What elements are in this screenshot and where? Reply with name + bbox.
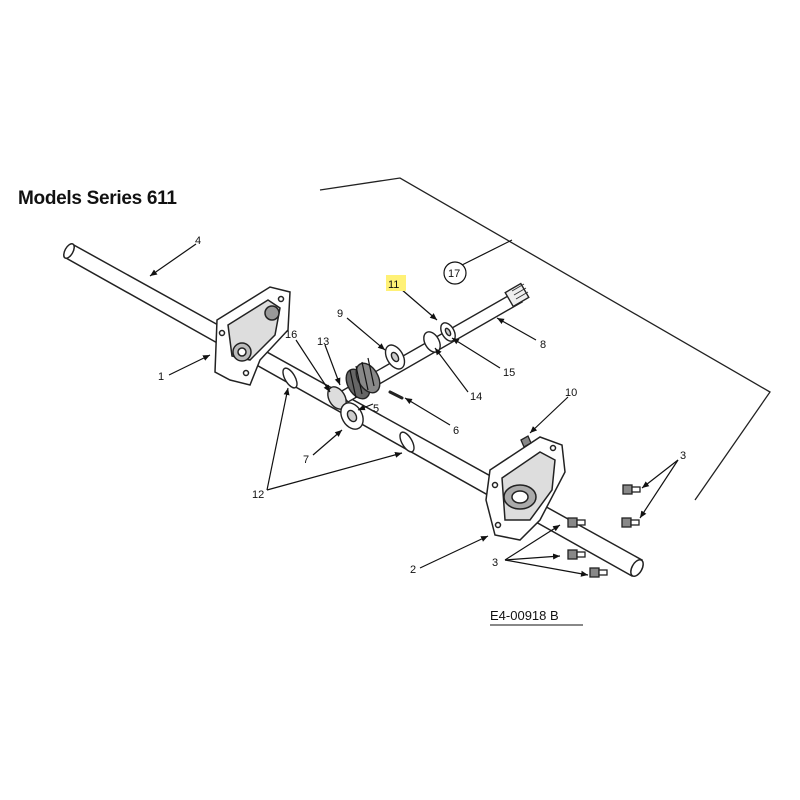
callout-15: 15: [503, 367, 515, 379]
callout-6: 6: [453, 425, 459, 437]
screw: [589, 567, 608, 578]
screw: [567, 517, 586, 528]
left-housing: [214, 286, 291, 386]
bearings-and-spacers: [282, 322, 456, 453]
screw: [622, 484, 641, 495]
callout-3-bottom: 3: [492, 557, 498, 569]
callout-17-circle: [443, 261, 467, 285]
diagram-title: Models Series 611: [18, 188, 177, 209]
callout-2: 2: [410, 564, 416, 576]
callout-12: 12: [252, 489, 264, 501]
callout-10: 10: [565, 387, 577, 399]
leader-lines: [149, 239, 679, 577]
callout-16: 16: [285, 329, 297, 341]
screws: [520, 435, 641, 578]
callout-11: 11: [388, 279, 399, 291]
callout-9: 9: [337, 308, 343, 320]
worm-gear: [345, 357, 381, 400]
callout-3-top: 3: [680, 450, 686, 462]
callout-4: 4: [195, 235, 201, 247]
callout-5: 5: [373, 403, 379, 415]
callout-13: 13: [317, 336, 329, 348]
callout-7: 7: [303, 454, 309, 466]
callout-14: 14: [470, 391, 482, 403]
screw: [567, 549, 586, 560]
callout-8: 8: [540, 339, 546, 351]
highlight-marker: [386, 275, 406, 291]
callout-labels: 1 2 3 3 4 5 6 7 8 9 10 11 12 13 14 15 16…: [158, 235, 686, 576]
callout-1: 1: [158, 371, 164, 383]
callout-17: 17: [448, 268, 460, 280]
drawing-code: E4-00918 B: [490, 608, 559, 623]
assembly-bracket: [319, 177, 771, 501]
screw: [621, 517, 640, 528]
right-housing: [485, 436, 566, 541]
